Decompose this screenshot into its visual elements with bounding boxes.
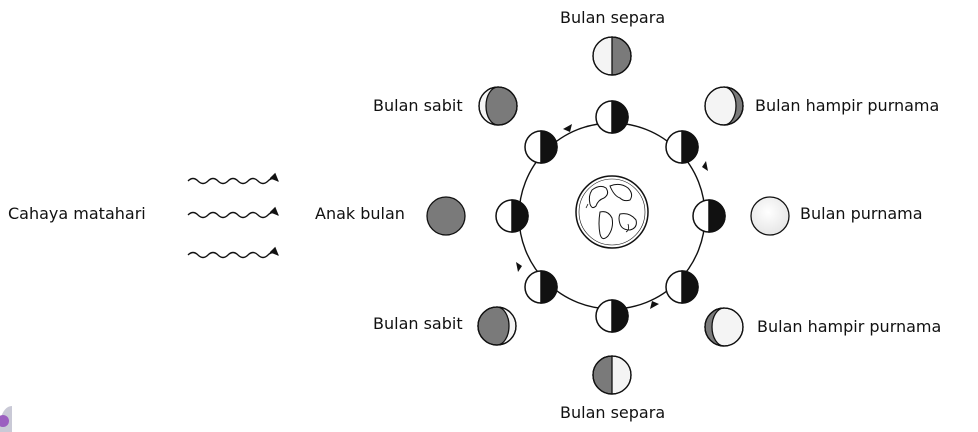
- phase-crescent-top-icon: [478, 86, 518, 126]
- orbit-moon-top-left: [524, 130, 558, 164]
- orbit-moon-top-right: [665, 130, 699, 164]
- label-last-quarter: Bulan separa: [560, 403, 666, 422]
- phase-full-moon-icon: [750, 196, 790, 236]
- label-sunlight: Cahaya matahari: [8, 204, 146, 223]
- phase-gibbous-top-icon: [704, 86, 744, 126]
- sunlight-rays: [187, 172, 279, 259]
- phase-moons: [426, 36, 790, 395]
- phase-crescent-bottom-icon: [477, 306, 517, 346]
- orbit-arrow-right: [702, 161, 708, 171]
- label-gibbous-top: Bulan hampir purnama: [755, 96, 940, 115]
- label-crescent-bottom: Bulan sabit: [373, 314, 463, 333]
- phase-gibbous-bottom-icon: [704, 307, 744, 347]
- ray-1: [187, 172, 279, 185]
- label-first-quarter: Bulan separa: [560, 8, 666, 27]
- label-new-moon: Anak bulan: [315, 204, 405, 223]
- label-full-moon: Bulan purnama: [800, 204, 923, 223]
- phase-last-quarter-icon: [592, 355, 632, 395]
- corner-decoration-icon: [0, 406, 12, 432]
- orbit-moon-right: [692, 199, 726, 233]
- label-gibbous-bottom: Bulan hampir purnama: [757, 317, 942, 336]
- phase-first-quarter-icon: [592, 36, 632, 76]
- orbit-arrow-left: [516, 262, 522, 272]
- orbit-moon-bottom: [595, 299, 629, 333]
- orbit-moon-top: [595, 100, 629, 134]
- orbit-moon-bottom-left: [524, 270, 558, 304]
- orbit-moon-left: [495, 199, 529, 233]
- ray-3: [187, 246, 279, 259]
- orbit-moon-bottom-right: [665, 270, 699, 304]
- ray-2: [187, 206, 279, 219]
- earth-icon: [575, 175, 649, 249]
- orbit-arrow-bottom: [650, 301, 659, 309]
- orbit-arrows: [516, 124, 708, 309]
- phase-new-moon-icon: [426, 196, 466, 236]
- label-crescent-top: Bulan sabit: [373, 96, 463, 115]
- orbit-arrow-top-left: [563, 124, 572, 132]
- orbit-moons: [495, 100, 726, 333]
